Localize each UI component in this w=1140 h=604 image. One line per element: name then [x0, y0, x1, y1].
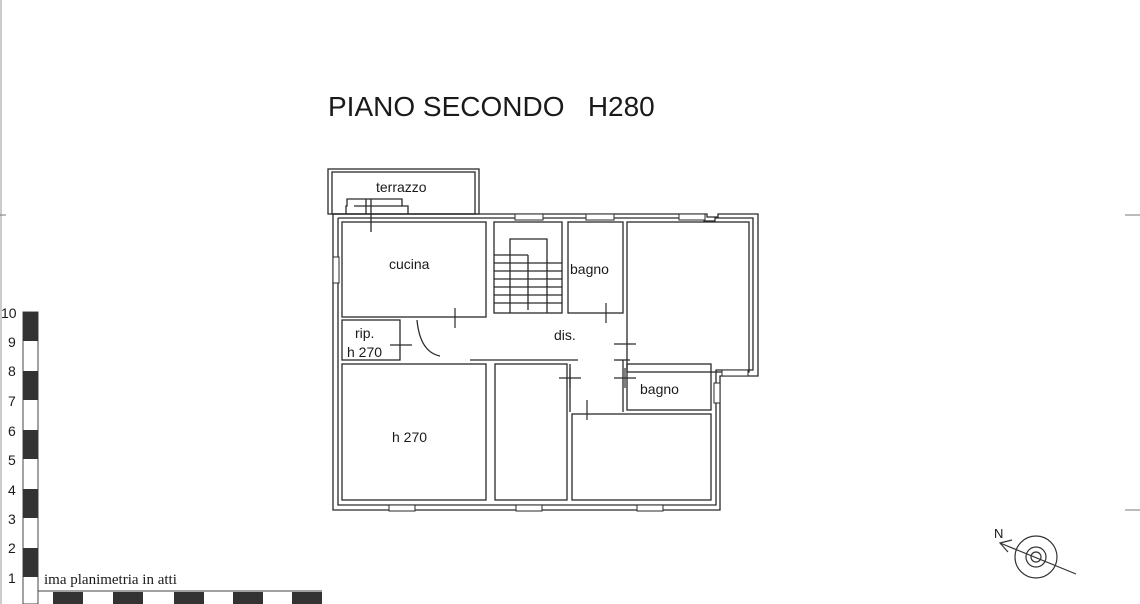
scale-label: 6: [8, 423, 16, 439]
label-terrazzo: terrazzo: [376, 179, 427, 195]
north-compass-icon: [998, 535, 1077, 579]
plan-title: PIANO SECONDO H280: [328, 91, 655, 122]
scale-label: 7: [8, 393, 16, 409]
room-cucina: [341, 221, 487, 318]
label-bagno-1: bagno: [570, 261, 609, 277]
scale-label: 8: [8, 363, 16, 379]
scale-label: 10: [1, 305, 17, 321]
label-dis: dis.: [554, 327, 576, 343]
scale-bar: 10 9 8 7 6 5 4 3 2 1: [1, 305, 322, 604]
building-outline: [332, 213, 759, 511]
room-h270: [341, 363, 487, 501]
scale-label: 3: [8, 511, 16, 527]
scale-label: 9: [8, 334, 16, 350]
label-room-height: h 270: [392, 429, 427, 445]
label-rip-height: h 270: [347, 344, 382, 360]
label-bagno-2: bagno: [640, 381, 679, 397]
floor-plan: terrazzo cucina bagno dis. rip. h 270 h …: [327, 168, 759, 512]
room-middle: [494, 363, 568, 501]
caption: ima planimetria in atti: [44, 572, 177, 588]
scale-label: 1: [8, 570, 16, 586]
label-rip: rip.: [355, 325, 374, 341]
room-rip: [341, 319, 401, 361]
scale-label: 4: [8, 482, 16, 498]
compass-north-label: N: [994, 526, 1003, 541]
staircase: [494, 238, 562, 313]
label-cucina: cucina: [389, 256, 430, 272]
room-bagno-1: [567, 221, 624, 314]
door-swing-arc: [416, 319, 441, 357]
stairwell: [493, 221, 563, 314]
room-east: [626, 221, 750, 373]
room-south-east: [571, 413, 712, 501]
scale-label: 2: [8, 540, 16, 556]
scale-label: 5: [8, 452, 16, 468]
room-bagno-2: [626, 363, 712, 411]
